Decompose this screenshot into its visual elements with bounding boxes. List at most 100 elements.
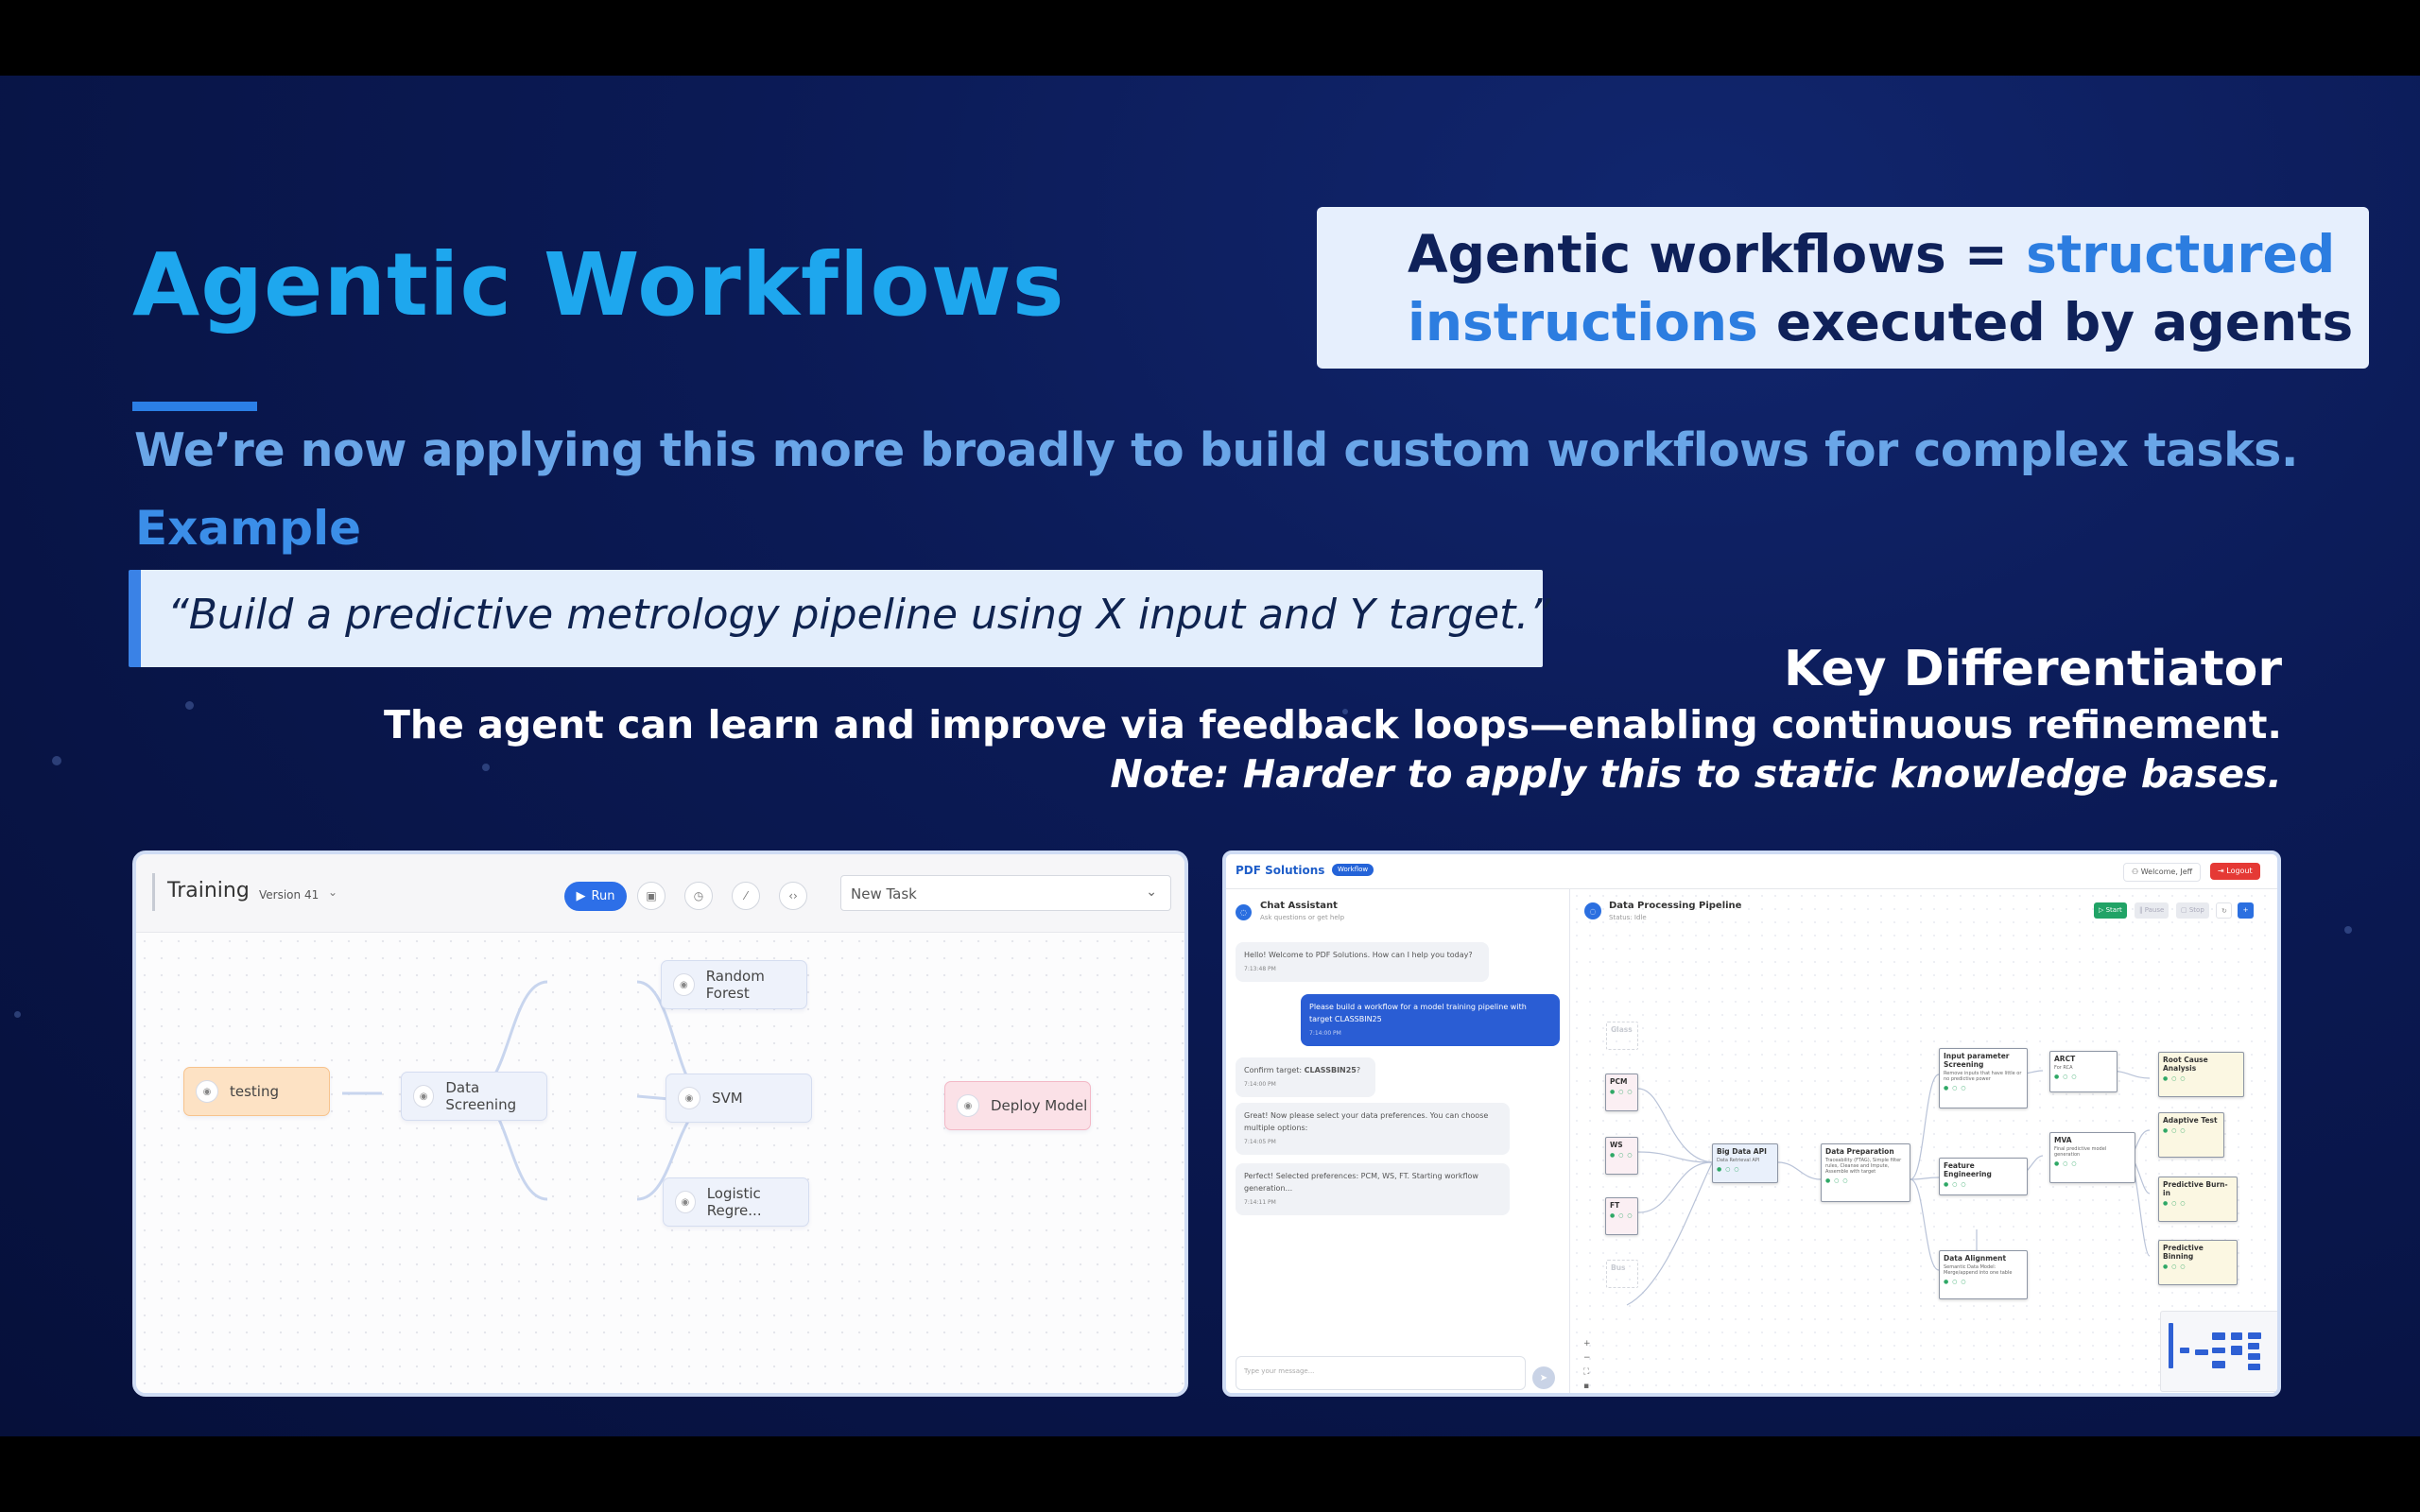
node-label: Data Screening bbox=[445, 1079, 517, 1113]
chevron-down-icon[interactable]: ⌄ bbox=[328, 885, 338, 899]
stop-icon: ▢ bbox=[2181, 906, 2189, 914]
chevron-down-icon: ⌄ bbox=[1146, 885, 1157, 900]
node-adaptive-test[interactable]: Adaptive Test ● ○ ○ bbox=[2158, 1112, 2224, 1158]
node-ft[interactable]: FT● ○ ○ bbox=[1605, 1197, 1638, 1235]
node-label: Random Forest bbox=[705, 968, 765, 1002]
node-title: Predictive Binning bbox=[2163, 1244, 2204, 1261]
reset-icon[interactable]: ↻ bbox=[2216, 902, 2232, 919]
run-button[interactable]: ▶Run bbox=[564, 882, 627, 911]
message-time: 7:14:11 PM bbox=[1244, 1199, 1276, 1206]
node-title: Bus bbox=[1611, 1263, 1626, 1272]
minimap-node bbox=[2231, 1332, 2242, 1340]
version-select[interactable]: Version 41 bbox=[259, 888, 320, 902]
node-pcm[interactable]: PCM● ○ ○ bbox=[1605, 1074, 1638, 1111]
minimap-node bbox=[2248, 1353, 2260, 1360]
node-desc: Remove inputs that have little or no pre… bbox=[1944, 1071, 2022, 1082]
message-time: 7:14:05 PM bbox=[1244, 1139, 1276, 1145]
status-dots: ● ○ ○ bbox=[1944, 1279, 1967, 1285]
minimap-node bbox=[2248, 1364, 2260, 1370]
stop-button[interactable]: ▢ Stop bbox=[2176, 902, 2209, 919]
pipeline-screenshot: PDF Solutions Workflow ⚇ Welcome, Jeff ⇥… bbox=[1222, 850, 2281, 1397]
node-desc: Data Retrieval API bbox=[1717, 1158, 1760, 1163]
edge bbox=[1910, 1177, 1940, 1180]
status-dots: ● ○ ○ bbox=[1717, 1166, 1740, 1173]
send-icon[interactable]: ➤ bbox=[1532, 1366, 1555, 1389]
edge bbox=[1637, 1161, 1713, 1213]
node-label: Deploy Model bbox=[991, 1097, 1088, 1114]
status-dots: ● ○ ○ bbox=[2163, 1127, 2187, 1134]
node-title: Big Data API bbox=[1717, 1147, 1767, 1156]
training-toolbar: Training Version 41 ⌄ ▶Run ▣ ◷ ⁄ ‹› New … bbox=[136, 854, 1184, 933]
minimap-node bbox=[2248, 1343, 2259, 1349]
node-predictive-burn-in[interactable]: Predictive Burn-in● ○ ○ bbox=[2158, 1177, 2238, 1222]
node-deploy-model[interactable]: ◉Deploy Model bbox=[944, 1081, 1091, 1130]
example-quote-box: “Build a predictive metrology pipeline u… bbox=[129, 570, 1550, 667]
node-predictive-binning[interactable]: Predictive Binning ● ○ ○ bbox=[2158, 1240, 2238, 1285]
message-time: 7:14:00 PM bbox=[1309, 1030, 1341, 1037]
node-root-cause-analysis[interactable]: Root Cause Analysis● ○ ○ bbox=[2158, 1052, 2244, 1097]
status-dots: ● ○ ○ bbox=[1610, 1212, 1634, 1219]
magic-wand-icon[interactable]: ⁄ bbox=[732, 882, 760, 910]
zoom-in-icon[interactable]: + bbox=[1583, 1339, 1591, 1349]
chat-message-user: Please build a workflow for a model trai… bbox=[1301, 994, 1560, 1046]
node-ghost-top: Glass bbox=[1606, 1022, 1638, 1050]
pause-button[interactable]: ‖ Pause bbox=[2135, 902, 2169, 919]
node-svm[interactable]: ◉SVM bbox=[666, 1074, 812, 1123]
zoom-controls[interactable]: + − ⛶ ▪ bbox=[1583, 1337, 1593, 1393]
task-select[interactable]: New Task ⌄ bbox=[840, 875, 1171, 911]
add-icon[interactable]: + bbox=[2238, 902, 2254, 919]
chat-message: Confirm target: CLASSBIN25?7:14:00 PM bbox=[1236, 1057, 1375, 1097]
run-label: Run bbox=[591, 889, 615, 903]
node-title: Data Alignment bbox=[1944, 1254, 2007, 1263]
minimap[interactable] bbox=[2160, 1311, 2277, 1392]
node-icon: ◉ bbox=[675, 1191, 696, 1213]
logout-button[interactable]: ⇥ Logout bbox=[2210, 863, 2260, 880]
sparkle bbox=[2344, 926, 2352, 934]
zoom-out-icon[interactable]: − bbox=[1583, 1353, 1591, 1363]
task-select-value: New Task bbox=[851, 885, 917, 902]
message-prefix: Confirm target: bbox=[1244, 1066, 1305, 1074]
node-title: Root Cause Analysis bbox=[2163, 1056, 2208, 1073]
workflow-canvas[interactable]: ◉testing ◉Data Screening ◉Random Forest … bbox=[136, 933, 1184, 1393]
status-dots: ● ○ ○ bbox=[2163, 1263, 2187, 1270]
lock-icon[interactable]: ▪ bbox=[1583, 1382, 1590, 1391]
node-title: Adaptive Test bbox=[2163, 1116, 2218, 1125]
chat-message: Great! Now please select your data prefe… bbox=[1236, 1103, 1510, 1155]
node-label: SVM bbox=[712, 1090, 743, 1107]
edge bbox=[1637, 1088, 1713, 1163]
edge bbox=[1626, 1162, 1713, 1306]
status-dots: ● ○ ○ bbox=[1610, 1089, 1634, 1095]
pipeline-edges bbox=[1626, 1070, 2151, 1306]
pipeline-canvas[interactable]: ◌ Data Processing Pipeline Status: Idle … bbox=[1570, 889, 2277, 1393]
differentiator-text: The agent can learn and improve via feed… bbox=[383, 702, 2282, 747]
node-icon: ◉ bbox=[196, 1080, 218, 1103]
history-icon[interactable]: ◷ bbox=[684, 882, 713, 910]
node-big-data-api[interactable]: Big Data API Data Retrieval API ● ○ ○ bbox=[1712, 1143, 1778, 1183]
start-button[interactable]: ▷ Start bbox=[2094, 902, 2127, 919]
node-testing[interactable]: ◉testing bbox=[183, 1067, 330, 1116]
fit-view-icon[interactable]: ⛶ bbox=[1583, 1367, 1590, 1377]
logout-icon: ⇥ bbox=[2218, 867, 2227, 875]
node-data-screening[interactable]: ◉Data Screening bbox=[401, 1072, 547, 1121]
status-dots: ● ○ ○ bbox=[2163, 1200, 2187, 1207]
edge bbox=[1910, 1178, 1940, 1271]
node-logistic-regression[interactable]: ◉Logistic Regre... bbox=[663, 1177, 809, 1227]
node-random-forest[interactable]: ◉Random Forest bbox=[661, 960, 807, 1009]
chat-input[interactable]: Type your message... bbox=[1236, 1356, 1526, 1390]
node-desc: Final predictive model generation bbox=[2054, 1146, 2107, 1158]
message-text: Hello! Welcome to PDF Solutions. How can… bbox=[1244, 951, 1473, 959]
title-accent bbox=[152, 873, 155, 911]
node-ws[interactable]: WS● ○ ○ bbox=[1605, 1137, 1638, 1175]
save-icon[interactable]: ▣ bbox=[637, 882, 666, 910]
chat-subtitle: Ask questions or get help bbox=[1260, 914, 1345, 921]
welcome-user: ⚇ Welcome, Jeff bbox=[2123, 863, 2202, 882]
chat-icon: ◌ bbox=[1236, 904, 1252, 920]
node-feature-engineering[interactable]: Feature Engineering● ○ ○ bbox=[1939, 1158, 2028, 1195]
example-label: Example bbox=[135, 501, 362, 556]
code-icon[interactable]: ‹› bbox=[779, 882, 807, 910]
